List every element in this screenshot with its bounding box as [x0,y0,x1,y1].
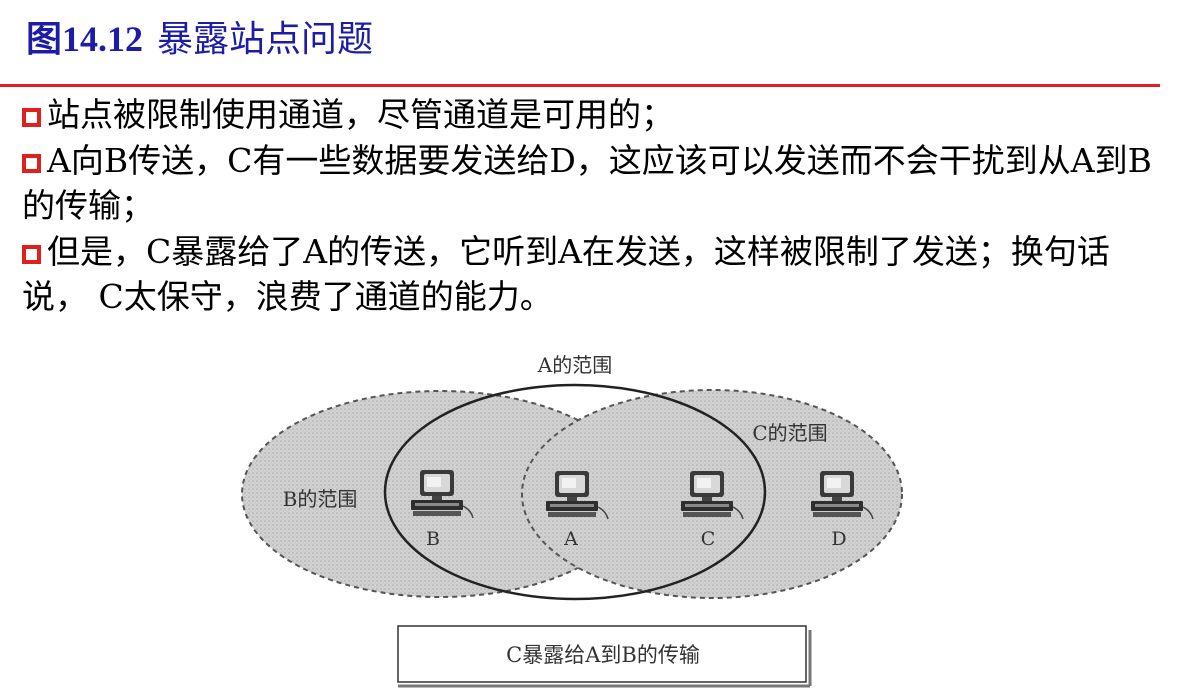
c-range-area [521,389,903,599]
bullet-item: A向B传送，C有一些数据要发送给D，这应该可以发送而不会干扰到从A到B的传输； [22,138,1172,229]
b-range-area [241,390,639,598]
diagram-caption: C暴露给A到B的传输 [506,643,700,667]
computer-icon [545,470,609,520]
station-c-label: C [701,528,716,550]
figure-number: 图14.12 [26,19,144,59]
station-b: B [410,469,474,550]
b-range-label: B的范围 [283,487,358,511]
square-bullet-icon [22,108,41,127]
square-bullet-icon [22,153,41,173]
computer-icon [810,470,874,520]
station-a: A [545,470,609,550]
bullet-text: A向B传送，C有一些数据要发送给D，这应该可以发送而不会干扰到从A到B的传输； [22,140,1152,226]
bullet-text: 站点被限制使用通道，尽管通道是可用的； [47,95,674,134]
bullet-text: 但是，C暴露给了A的传送，它听到A在发送，这样被限制了发送；换句话说， C太保守… [22,231,1110,317]
station-d-label: D [831,528,846,550]
computer-icon [410,469,474,519]
bullet-item: 但是，C暴露给了A的传送，它听到A在发送，这样被限制了发送；换句话说， C太保守… [22,229,1172,320]
bullet-list: 站点被限制使用通道，尽管通道是可用的； A向B传送，C有一些数据要发送给D，这应… [22,92,1172,320]
square-bullet-icon [22,244,41,264]
station-d: D [810,470,874,550]
caption-box [397,625,807,683]
bullet-item: 站点被限制使用通道，尽管通道是可用的； [22,92,1172,138]
a-range-label: A的范围 [537,353,612,377]
c-range-label: C的范围 [752,421,827,445]
station-b-label: B [426,528,440,550]
title-divider [0,84,1160,87]
station-a-label: A [563,528,578,550]
figure-title: 暴露站点问题 [157,19,374,60]
computer-icon [680,470,744,520]
slide-title: 图14.12 暴露站点问题 [26,14,373,64]
a-range-area [383,383,767,601]
station-c: C [680,470,744,550]
